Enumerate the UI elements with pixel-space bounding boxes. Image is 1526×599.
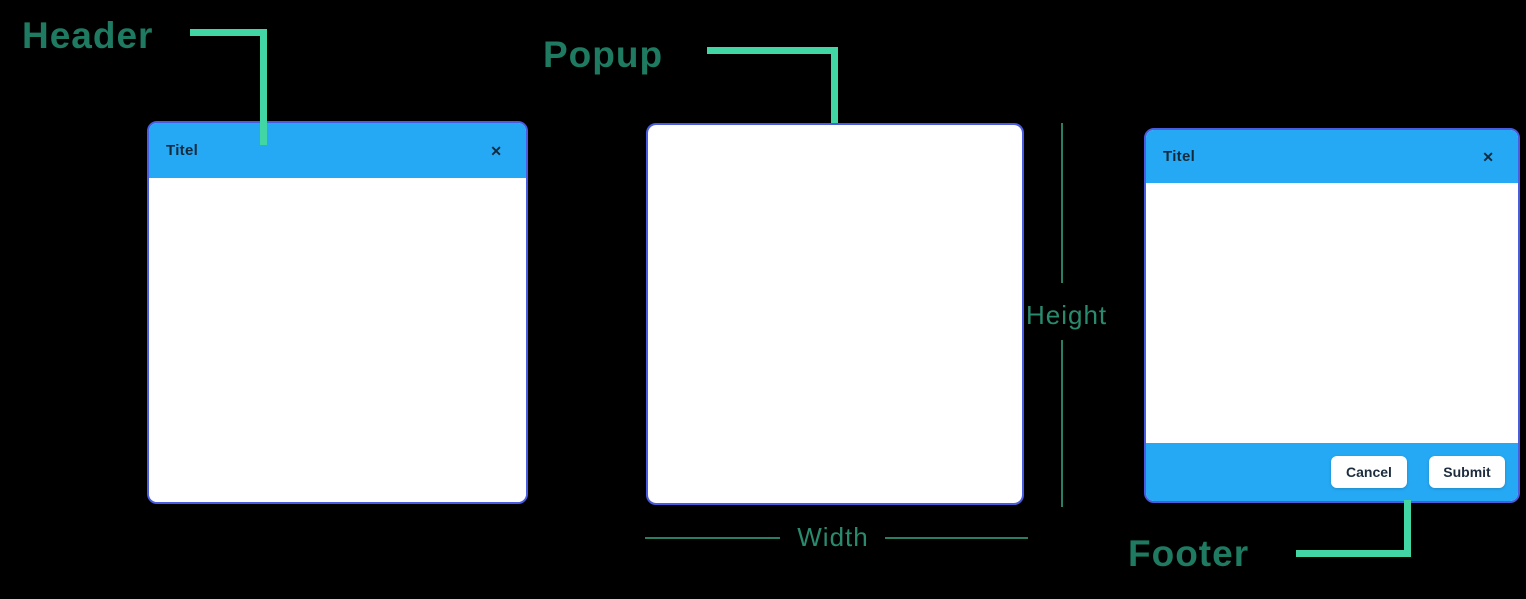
height-measure-line-top	[1061, 123, 1063, 283]
dialog-header-bar: Titel ✕	[1146, 130, 1518, 183]
width-measure-line-right	[885, 537, 1028, 539]
popup-annotation-label: Popup	[543, 34, 664, 75]
footer-connector-line-vertical	[1404, 500, 1411, 557]
footer-connector-line-horizontal	[1296, 550, 1411, 557]
dialog-footer-bar: Cancel Submit	[1146, 443, 1518, 501]
dialog-header-bar: Titel ✕	[149, 123, 526, 178]
dialog-body	[648, 125, 1022, 503]
popup-connector-line-vertical	[831, 47, 838, 124]
close-icon[interactable]: ✕	[490, 142, 502, 159]
header-connector-line-vertical	[260, 29, 267, 145]
width-measure-line-left	[645, 537, 780, 539]
cancel-button[interactable]: Cancel	[1331, 456, 1407, 488]
header-connector-line-horizontal	[190, 29, 267, 36]
popup-connector-line-horizontal	[707, 47, 838, 54]
header-example-dialog: Titel ✕	[147, 121, 528, 504]
footer-annotation-label: Footer	[1128, 533, 1250, 574]
dialog-body	[1146, 183, 1518, 443]
height-annotation-label: Height	[1026, 300, 1108, 330]
height-measure-line-bottom	[1061, 340, 1063, 507]
close-icon[interactable]: ✕	[1482, 148, 1494, 165]
dialog-title: Titel	[1163, 148, 1196, 165]
submit-button[interactable]: Submit	[1429, 456, 1505, 488]
plain-popup-dialog	[646, 123, 1024, 505]
dialog-title: Titel	[166, 142, 199, 159]
header-annotation-label: Header	[22, 15, 154, 56]
width-annotation-label: Width	[797, 522, 869, 552]
dialog-body	[149, 178, 526, 502]
footer-example-dialog: Titel ✕ Cancel Submit	[1144, 128, 1520, 503]
